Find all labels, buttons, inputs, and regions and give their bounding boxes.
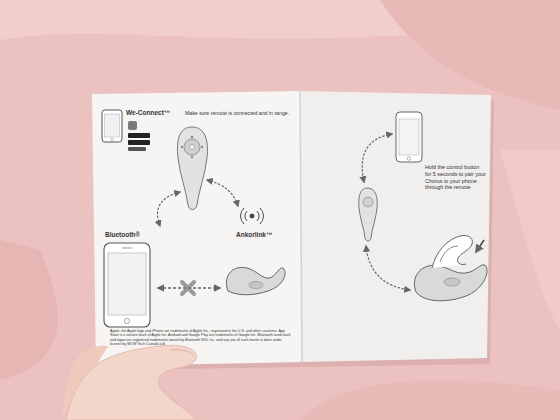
node-label: We-Connect™ [126,109,170,116]
toy-with-hand [414,235,487,300]
wireless-icon [241,208,264,224]
remote-control [359,188,377,241]
signal-arrow [366,246,410,290]
link-arrow [158,287,220,288]
bluetooth-phone-outline [100,231,156,329]
signal-arrow [207,180,238,206]
bluetooth-phone: Bluetooth® [100,231,156,329]
hand [60,345,197,420]
app-icon [128,121,137,130]
cross-mark [182,282,194,294]
store-badge [128,140,150,145]
node-label: Bluetooth® [105,231,140,238]
instruction-text: Make sure remote is connected and in ran… [185,110,289,117]
toy-device-outline [222,231,286,297]
bluetooth-badge [128,147,146,151]
app-phone: We-Connect™ [100,108,180,152]
trademark-note: Apple, the Apple logo and iPhone are tra… [110,329,292,347]
signal-arrow [362,134,392,182]
node-label: Ankorlink™ [236,231,272,238]
signal-arrow [158,192,181,226]
phone-icon [396,112,422,162]
toy-device: Ankorlink™ [222,231,286,297]
remote-control [177,127,207,210]
store-badge [128,133,150,138]
instruction-text: Hold the control button for 5 seconds to… [425,164,487,191]
